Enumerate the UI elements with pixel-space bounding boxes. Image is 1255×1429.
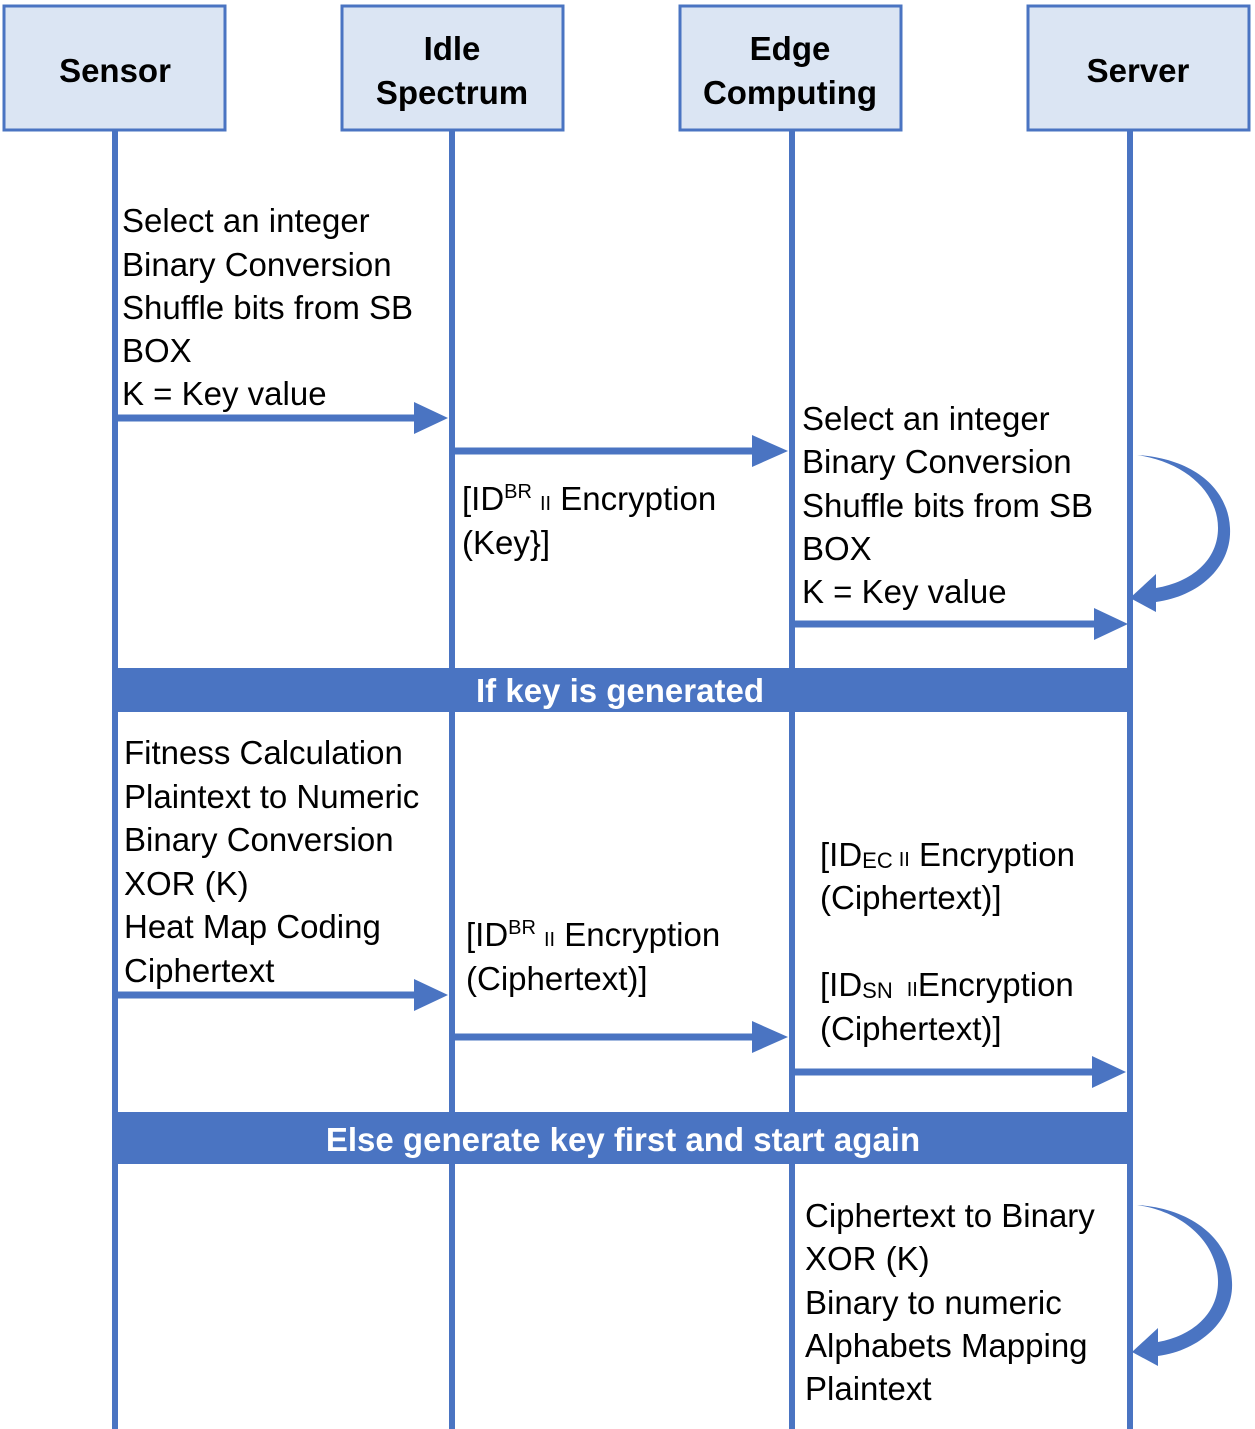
arrow-idle-to-edge-key [452, 435, 788, 467]
message-idle-key-line2: (Key}] [462, 524, 550, 561]
message-idle-cipher: [IDBRII Encryption (Ciphertext)] [466, 916, 720, 997]
actor-server: Server [1026, 4, 1251, 132]
note-sensor-encrypt: Fitness Calculation Plaintext to Numeric… [124, 734, 419, 989]
band-if-key-generated-label: If key is generated [476, 672, 764, 709]
arrow-edge-to-server-cipher [792, 1056, 1126, 1088]
note-line: Binary Conversion [124, 821, 394, 858]
actor-edge-computing-label-line1: Edge [750, 30, 831, 67]
note-line: Select an integer [122, 202, 370, 239]
arrow-edge-to-server-key [792, 608, 1128, 640]
band-if-key-generated-bg [115, 668, 1133, 712]
actor-idle-spectrum-label-line1: Idle [424, 30, 481, 67]
message-idle-key-line1: [IDBRII Encryption [462, 480, 716, 517]
message-idle-cipher-line1: [IDBRII Encryption [466, 916, 720, 953]
self-loop-arrow-server-bottom [1132, 1205, 1233, 1366]
self-loop-arrow-server-top [1130, 455, 1231, 612]
actor-server-box [1026, 4, 1251, 132]
actor-idle-spectrum-label-line2: Spectrum [376, 74, 528, 111]
band-else-generate-key: Else generate key first and start again [115, 1112, 1133, 1164]
actor-idle-spectrum-box [340, 4, 565, 132]
arrow-sensor-to-idle-cipher [115, 979, 448, 1011]
arrow-idle-to-edge-cipher [452, 1021, 788, 1053]
note-line: Binary Conversion [802, 443, 1072, 480]
message-edge-cipher-sn-line2: (Ciphertext)] [820, 1010, 1002, 1047]
actor-idle-spectrum: Idle Spectrum [340, 4, 565, 132]
note-line: Select an integer [802, 400, 1050, 437]
actor-edge-computing-label-line2: Computing [703, 74, 877, 111]
note-line: Ciphertext [124, 952, 274, 989]
note-line: Alphabets Mapping [805, 1327, 1088, 1364]
note-edge-decrypt: Ciphertext to Binary XOR (K) Binary to n… [805, 1197, 1095, 1407]
note-sensor-keygen: Select an integer Binary Conversion Shuf… [122, 202, 413, 412]
band-else-generate-key-bg [115, 1112, 1133, 1164]
actor-sensor-label: Sensor [59, 52, 171, 89]
note-line: Shuffle bits from SB [122, 289, 413, 326]
note-line: K = Key value [122, 375, 327, 412]
note-line: Binary Conversion [122, 246, 392, 283]
note-line: Plaintext to Numeric [124, 778, 419, 815]
note-line: Heat Map Coding [124, 908, 381, 945]
note-line: K = Key value [802, 573, 1007, 610]
note-line: Plaintext [805, 1370, 932, 1407]
note-line: BOX [122, 332, 192, 369]
note-edge-keygen: Select an integer Binary Conversion Shuf… [802, 400, 1093, 610]
note-line: XOR (K) [124, 865, 249, 902]
band-if-key-generated: If key is generated [115, 668, 1133, 712]
note-line: Fitness Calculation [124, 734, 403, 771]
actor-sensor-box [2, 4, 227, 132]
arrow-sensor-to-idle-key [115, 402, 448, 434]
actor-server-label: Server [1087, 52, 1190, 89]
band-else-generate-key-label: Else generate key first and start again [326, 1121, 920, 1158]
note-line: Ciphertext to Binary [805, 1197, 1095, 1234]
note-line: Binary to numeric [805, 1284, 1062, 1321]
actor-edge-computing-box [678, 4, 903, 132]
message-idle-key: [IDBRII Encryption (Key}] [462, 480, 716, 561]
note-line: Shuffle bits from SB [802, 487, 1093, 524]
note-line: BOX [802, 530, 872, 567]
actor-edge-computing: Edge Computing [678, 4, 903, 132]
note-line: XOR (K) [805, 1240, 930, 1277]
actor-sensor: Sensor [2, 4, 227, 132]
message-idle-cipher-line2: (Ciphertext)] [466, 960, 648, 997]
message-edge-cipher-ec-line2: (Ciphertext)] [820, 879, 1002, 916]
